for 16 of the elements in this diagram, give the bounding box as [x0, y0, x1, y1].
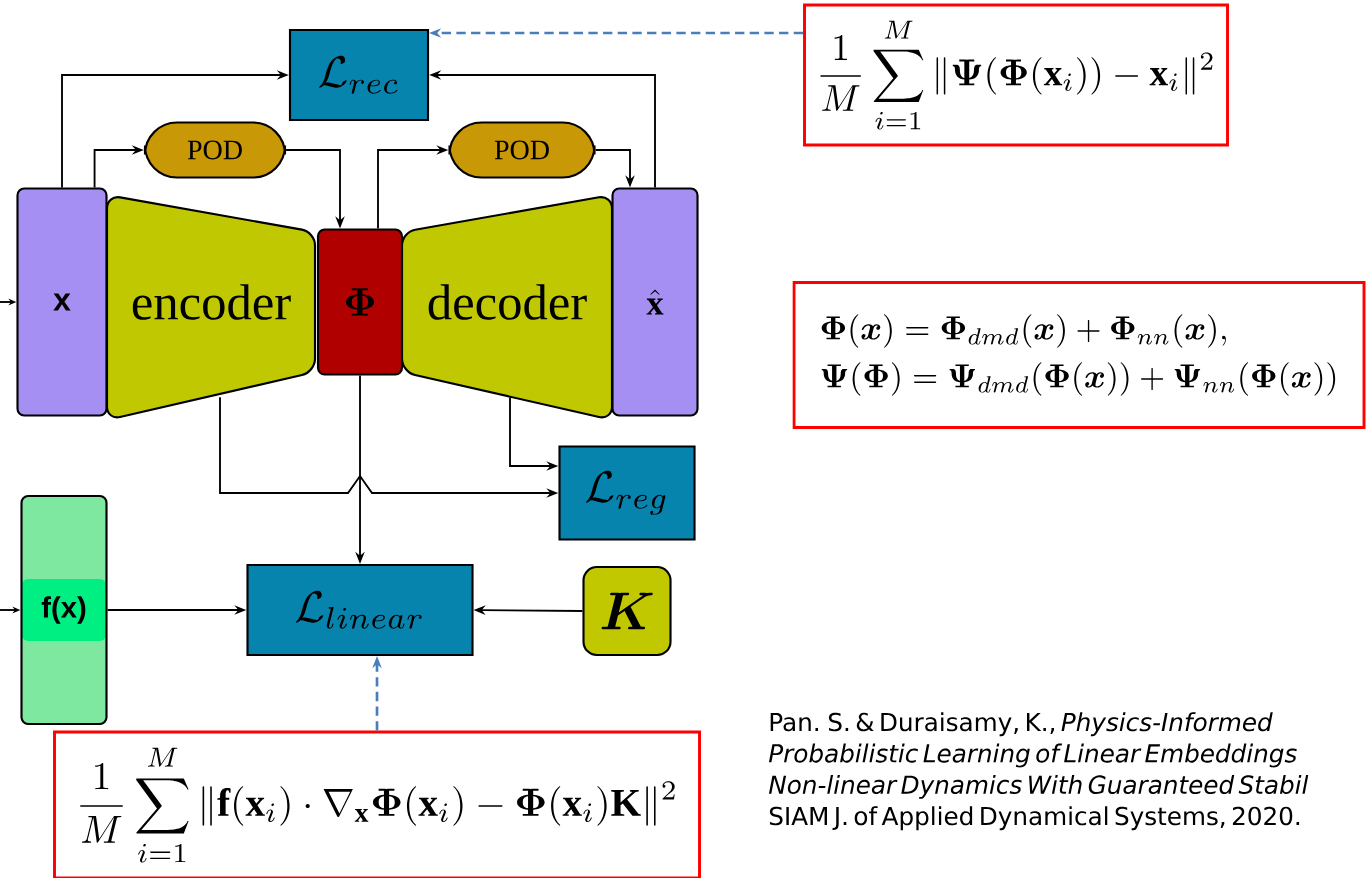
formula-box: $\boldsymbol{\Phi}(\boldsymbol{x})=\boldsymbol{\Phi}_{dmd}(\boldsymbol{x})+\boldsymbol{\Phi}_{nn}(\boldsymbol{x}),$ $\boldsymbol{\Psi}(\boldsymbol{\Phi})=\boldsymbol{\Psi}_{dmd}(\boldsymbol{\Phi}(\boldsymbol{x}))+\boldsymbol{\Psi}_{nn}(\boldsymbol{\Phi}(\boldsymbol{x}))$: [792, 281, 1366, 429]
citation-text: Pan. S. & Duraisamy, K., Physics-Informed Probabilistic Learning of Linear Embeddings Non-linear Dynamics With Guaranteed Stabil SIAM J. of Applied Dynamical Systems, 2020.: [768, 712, 1309, 831]
pod-box: POD: [448, 121, 596, 179]
operator-box: $\boldsymbol{K}$: [582, 565, 672, 657]
input-box: x: [16, 187, 108, 417]
pod-box: POD: [143, 121, 287, 179]
formula-box: $\frac{1}{M}\sum_{i=1}^{M}\|\boldsymbol{\Psi}(\boldsymbol{\Phi}(\mathbf{x}_i))-\mathbf{x}_i\|^2$: [803, 3, 1229, 147]
input-box: f(x): [20, 494, 108, 726]
loss-box: $\mathcal{L}_{reg}$: [558, 445, 696, 541]
formula-box: $\frac{1}{M}\sum_{i=1}^{M}\|\mathbf{f}(\mathbf{x}_i)\cdot\nabla_{\mathbf{x}}\boldsymbol{\Phi}(\mathbf{x}_i)-\boldsymbol{\Phi}(\mathbf{x}_i)\mathbf{K}\|^2$: [53, 730, 701, 878]
latent-box: $\boldsymbol{\Phi}$: [316, 228, 404, 376]
loss-box: $\mathcal{L}_{rec}$: [288, 28, 430, 122]
decoder-block: decoder: [400, 196, 614, 419]
encoder-block: encoder: [105, 196, 317, 419]
loss-box: $\mathcal{L}_{linear}$: [246, 563, 474, 657]
output-box: $\hat{\mathbf{x}}$: [611, 187, 699, 417]
